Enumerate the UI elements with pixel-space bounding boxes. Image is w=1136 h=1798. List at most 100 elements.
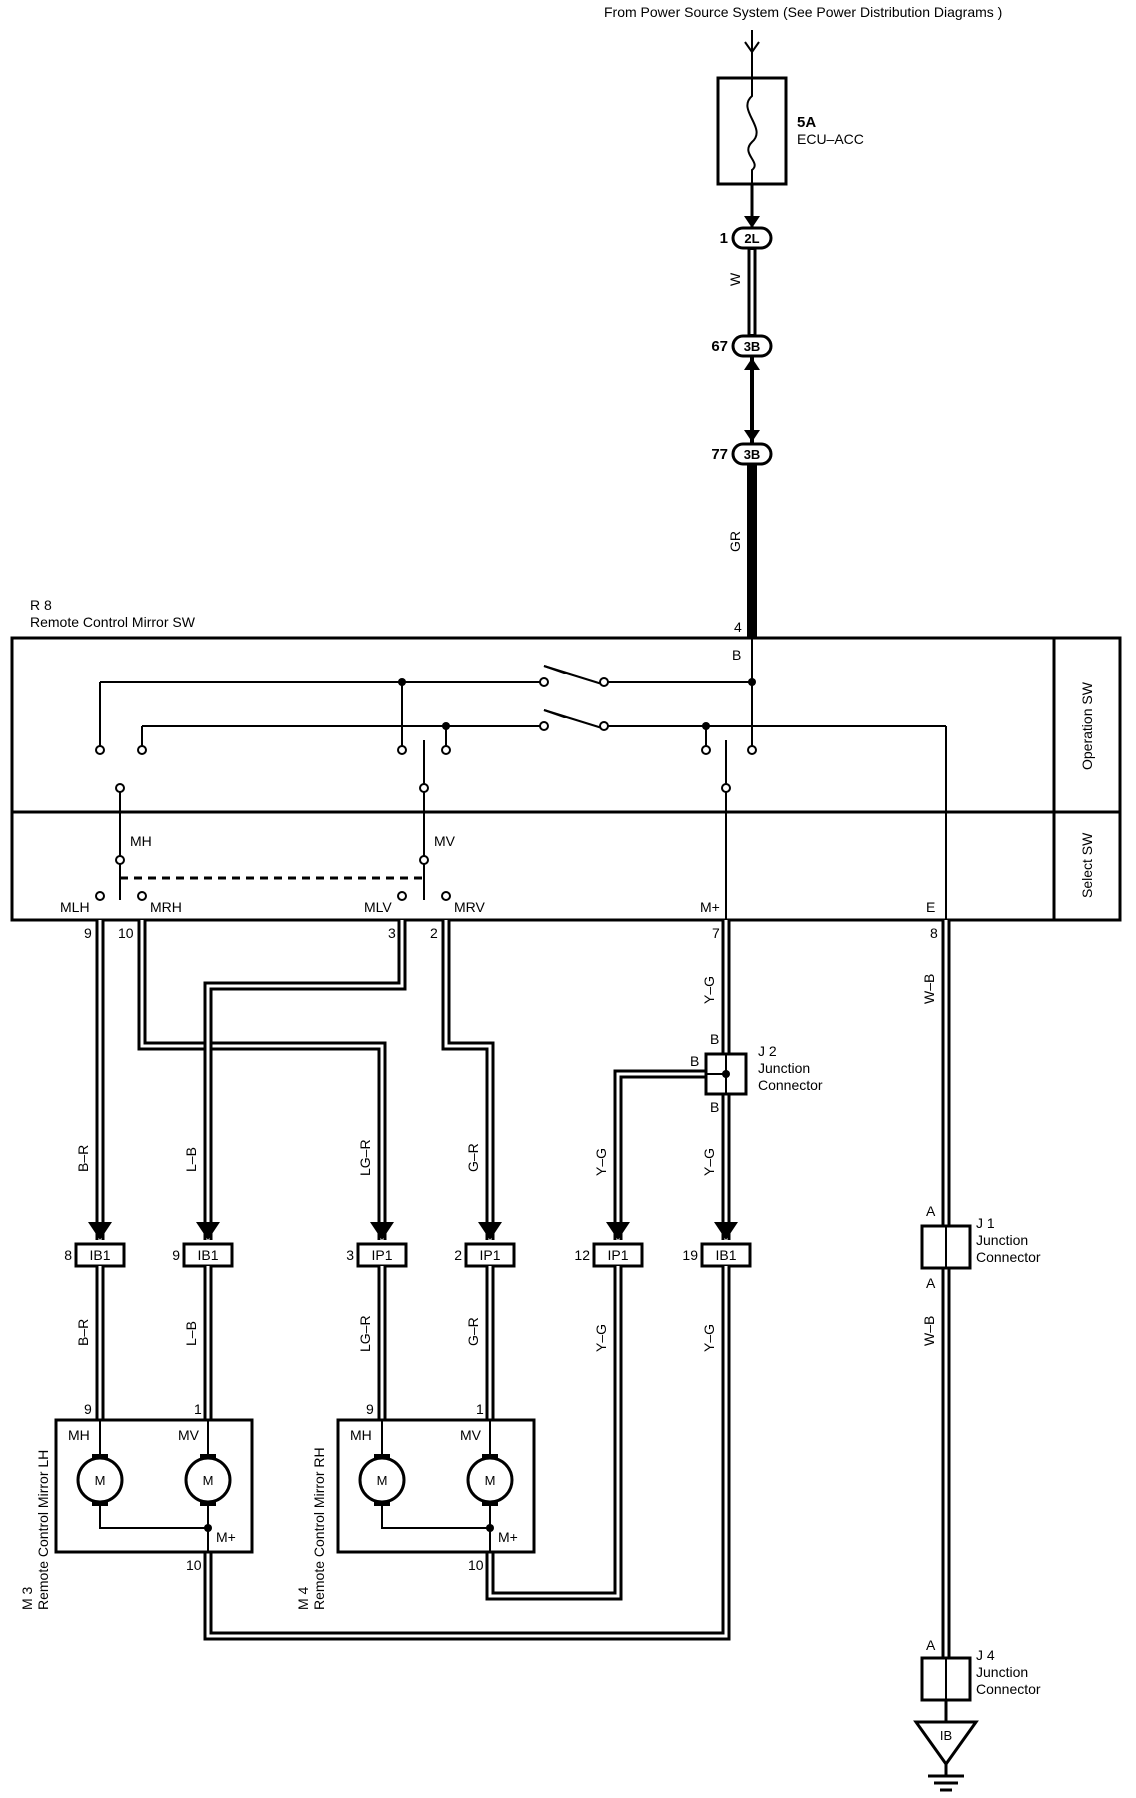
j4-line1: Junction [976, 1664, 1028, 1680]
mirror-lh-pin1: 1 [194, 1401, 202, 1417]
mv-label: MV [434, 833, 456, 849]
mirror-rh-motor-h: M [377, 1473, 388, 1488]
svg-text:3: 3 [346, 1247, 354, 1263]
mirror-lh-motor-v: M [203, 1473, 214, 1488]
j2-line2: Connector [758, 1077, 823, 1093]
junction-connector-j4: A [920, 1637, 972, 1702]
terminal-mlh: MLH [60, 899, 90, 915]
mirror-rh-pin10: 10 [468, 1557, 484, 1573]
svg-text:3B: 3B [744, 447, 761, 462]
mirror-rh [336, 1418, 536, 1554]
svg-text:IP1: IP1 [479, 1247, 500, 1263]
mirror-rh-pin1: 1 [476, 1401, 484, 1417]
terminal-e: E [926, 899, 935, 915]
mirror-lh-pin9: 9 [84, 1401, 92, 1417]
svg-text:IB1: IB1 [715, 1247, 736, 1263]
pin-3: 3 [388, 925, 396, 941]
terminal-mplus: M+ [700, 899, 720, 915]
connector-2L: 2L 1 [720, 226, 773, 250]
fuse-name: ECU–ACC [797, 131, 864, 147]
pin-b-label: B [732, 647, 741, 663]
mirror-lh-pin10: 10 [186, 1557, 202, 1573]
pin-9: 9 [84, 925, 92, 941]
mirror-lh-motor-h: M [95, 1473, 106, 1488]
inline-connector-2-ip1: IP1 2 [454, 1242, 516, 1268]
pin-8: 8 [930, 925, 938, 941]
svg-text:IB1: IB1 [197, 1247, 218, 1263]
inline-connector-12-ip1: IP1 12 [574, 1242, 644, 1268]
select-sw-label: Select SW [1079, 832, 1095, 898]
mirror-rh-name: Remote Control Mirror RH [311, 1447, 327, 1610]
terminal-mrv: MRV [454, 899, 486, 915]
connector-3B-77: 3B 77 [711, 442, 773, 466]
inline-connector-3-ip1: IP1 3 [346, 1242, 408, 1268]
wire-label-y-g-lower-branch: Y–G [593, 1324, 609, 1352]
wire-label-w-b: W–B [921, 974, 937, 1004]
mirror-rh-id: M 4 [295, 1586, 311, 1610]
wire-label-g-r: G–R [465, 1143, 481, 1172]
j1-line1: Junction [976, 1232, 1028, 1248]
remote-control-mirror-switch [10, 636, 1122, 922]
j4-id: J 4 [976, 1647, 995, 1663]
operation-switch-wiring [99, 638, 947, 920]
wire-label-b-r: B–R [75, 1145, 91, 1172]
mirror-lh-mplus: M+ [216, 1529, 236, 1545]
mirror-lh-name: Remote Control Mirror LH [35, 1450, 51, 1610]
pin-10: 10 [118, 925, 134, 941]
inline-connector-19-ib1: IB1 19 [682, 1242, 752, 1268]
svg-text:IP1: IP1 [371, 1247, 392, 1263]
wire-label-y-g-top: Y–G [701, 976, 717, 1004]
terminal-mrh: MRH [150, 899, 182, 915]
wire-label-g-r-lower: G–R [465, 1317, 481, 1346]
svg-text:1: 1 [720, 230, 728, 247]
terminal-mlv: MLV [364, 899, 392, 915]
mirror-lh-mh: MH [68, 1427, 90, 1443]
fuse-rating: 5A [797, 114, 816, 131]
motor-icon [466, 1454, 514, 1506]
mirror-rh-mv: MV [460, 1427, 482, 1443]
junction-connector-j1: A A [920, 1203, 972, 1291]
wire-label-w: W [727, 272, 743, 286]
pin-7: 7 [712, 925, 720, 941]
wire-label-lg-r: LG–R [357, 1139, 373, 1176]
wire-label-y-g-branch: Y–G [593, 1148, 609, 1176]
j4-line2: Connector [976, 1681, 1041, 1697]
svg-text:9: 9 [172, 1247, 180, 1263]
motor-icon [184, 1454, 232, 1506]
wire-label-b-r-lower: B–R [75, 1319, 91, 1346]
mirror-lh-id: M 3 [19, 1586, 35, 1610]
wire-label-w-b-lower: W–B [921, 1316, 937, 1346]
pin-2: 2 [430, 925, 438, 941]
switch-name: Remote Control Mirror SW [30, 614, 196, 630]
j1-id: J 1 [976, 1215, 995, 1231]
mirror-lh-mv: MV [178, 1427, 200, 1443]
svg-text:3B: 3B [744, 339, 761, 354]
mirror-rh-pin9: 9 [366, 1401, 374, 1417]
svg-text:8: 8 [64, 1247, 72, 1263]
mirror-rh-mplus: M+ [498, 1529, 518, 1545]
mh-label: MH [130, 833, 152, 849]
svg-text:IP1: IP1 [607, 1247, 628, 1263]
wire-label-y-g: Y–G [701, 1148, 717, 1176]
wire-label-y-g-lower: Y–G [701, 1324, 717, 1352]
svg-text:77: 77 [711, 446, 728, 463]
wire-label-l-b-lower: L–B [183, 1321, 199, 1346]
motor-icon [358, 1454, 406, 1506]
svg-text:IB: IB [940, 1728, 952, 1743]
inline-connector-9-ib1: IB1 9 [172, 1242, 234, 1268]
svg-text:B: B [710, 1099, 719, 1115]
svg-text:A: A [926, 1637, 936, 1653]
j1-line2: Connector [976, 1249, 1041, 1265]
mirror-rh-mh: MH [350, 1427, 372, 1443]
svg-text:B: B [710, 1031, 719, 1047]
wire-label-l-b: L–B [183, 1147, 199, 1172]
ground-ib: IB [913, 1700, 979, 1792]
connector-3B-67: 3B 67 [711, 334, 773, 358]
pin-4: 4 [734, 619, 742, 635]
svg-text:2: 2 [454, 1247, 462, 1263]
motor-icon [76, 1454, 124, 1506]
switch-id: R 8 [30, 597, 52, 613]
mirror-lh [54, 1418, 254, 1554]
wire-label-gr: GR [727, 531, 743, 552]
